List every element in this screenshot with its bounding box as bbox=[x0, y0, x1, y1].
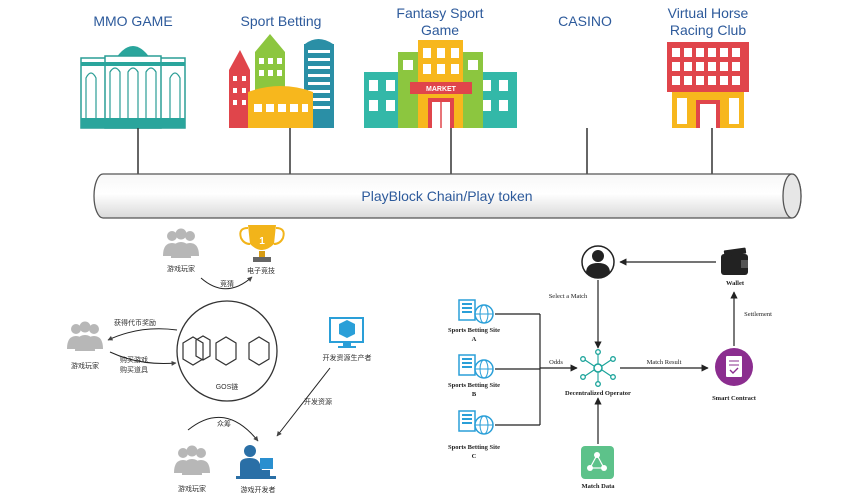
people-icon-top bbox=[163, 228, 199, 258]
blockchain-pipe: PlayBlock Chain/Play token bbox=[93, 173, 802, 219]
arrow-reward bbox=[107, 328, 178, 341]
market-building-icon: MARKET bbox=[364, 40, 517, 128]
arrow-buy bbox=[109, 351, 177, 366]
site-icon-b bbox=[458, 354, 494, 379]
site-c-letter: C bbox=[472, 453, 477, 460]
developer-label: 游戏开发者 bbox=[241, 485, 276, 494]
building-connectors bbox=[137, 128, 713, 175]
smart-contract-icon bbox=[715, 348, 753, 386]
operator-network-icon bbox=[580, 349, 616, 387]
fantasy-sport-label-line2: Game bbox=[421, 22, 459, 38]
casino-label: CASINO bbox=[558, 13, 612, 29]
odds-label: Odds bbox=[549, 359, 563, 366]
sport-betting-building-icon bbox=[229, 34, 334, 128]
odds-connectors bbox=[495, 313, 541, 426]
select-match-label: Select a Match bbox=[549, 293, 588, 300]
developer-icon bbox=[236, 445, 276, 479]
racing-club-building-icon bbox=[667, 42, 749, 128]
settlement-label: Settlement bbox=[744, 311, 772, 318]
site-a-label: Sports Betting Site bbox=[448, 327, 500, 334]
sport-betting-label: Sport Betting bbox=[241, 13, 322, 29]
site-icon-c bbox=[458, 410, 494, 435]
crowdfund-label: 众筹 bbox=[217, 419, 231, 428]
players-left-label: 游戏玩家 bbox=[71, 361, 99, 370]
buy-game-label: 购买游戏 bbox=[120, 355, 148, 364]
players-top-label: 游戏玩家 bbox=[167, 264, 195, 273]
trophy-label: 电子竞技 bbox=[247, 266, 275, 275]
site-a-letter: A bbox=[472, 336, 477, 343]
match-result-label: Match Result bbox=[647, 359, 682, 366]
trophy-icon: 1 bbox=[239, 225, 285, 262]
site-icon-a bbox=[458, 299, 494, 324]
match-data-icon bbox=[581, 446, 614, 479]
arrow-dev-resource bbox=[276, 367, 331, 437]
people-icon-left bbox=[67, 321, 103, 351]
developer-resource-icon bbox=[329, 317, 364, 348]
gos-label: GOS链 bbox=[216, 382, 239, 391]
horse-racing-label-line2: Racing Club bbox=[670, 22, 746, 38]
wallet-label: Wallet bbox=[726, 280, 745, 287]
arrow-top-label: 竞猜 bbox=[220, 279, 234, 288]
gos-chain-circle: GOS链 bbox=[176, 300, 278, 402]
arrow-crowdfund bbox=[187, 416, 259, 442]
market-sign: MARKET bbox=[426, 86, 457, 93]
dev-resource-label: 开发资源 bbox=[304, 397, 332, 406]
players-bottom-label: 游戏玩家 bbox=[178, 484, 206, 493]
mmo-building-icon bbox=[80, 46, 186, 129]
reward-label: 获得代币奖励 bbox=[114, 318, 156, 327]
wallet-icon bbox=[721, 247, 748, 275]
site-b-label: Sports Betting Site bbox=[448, 382, 500, 389]
smart-contract-label: Smart Contract bbox=[712, 395, 757, 402]
svg-text:1: 1 bbox=[259, 236, 265, 247]
dev-box-label: 开发资源生产者 bbox=[323, 353, 372, 362]
site-b-letter: B bbox=[472, 391, 477, 398]
mmo-game-label: MMO GAME bbox=[93, 13, 172, 29]
fantasy-sport-label-line1: Fantasy Sport bbox=[396, 5, 483, 21]
arrow-top bbox=[200, 276, 253, 290]
buy-items-label: 购买道具 bbox=[120, 365, 148, 374]
horse-racing-label-line1: Virtual Horse bbox=[668, 5, 749, 21]
people-icon-bottom bbox=[174, 445, 210, 475]
site-c-label: Sports Betting Site bbox=[448, 444, 500, 451]
chain-label: PlayBlock Chain/Play token bbox=[361, 188, 532, 204]
match-data-label: Match Data bbox=[581, 483, 615, 490]
user-icon bbox=[581, 245, 615, 279]
operator-label: Decentralized Operator bbox=[565, 390, 631, 397]
